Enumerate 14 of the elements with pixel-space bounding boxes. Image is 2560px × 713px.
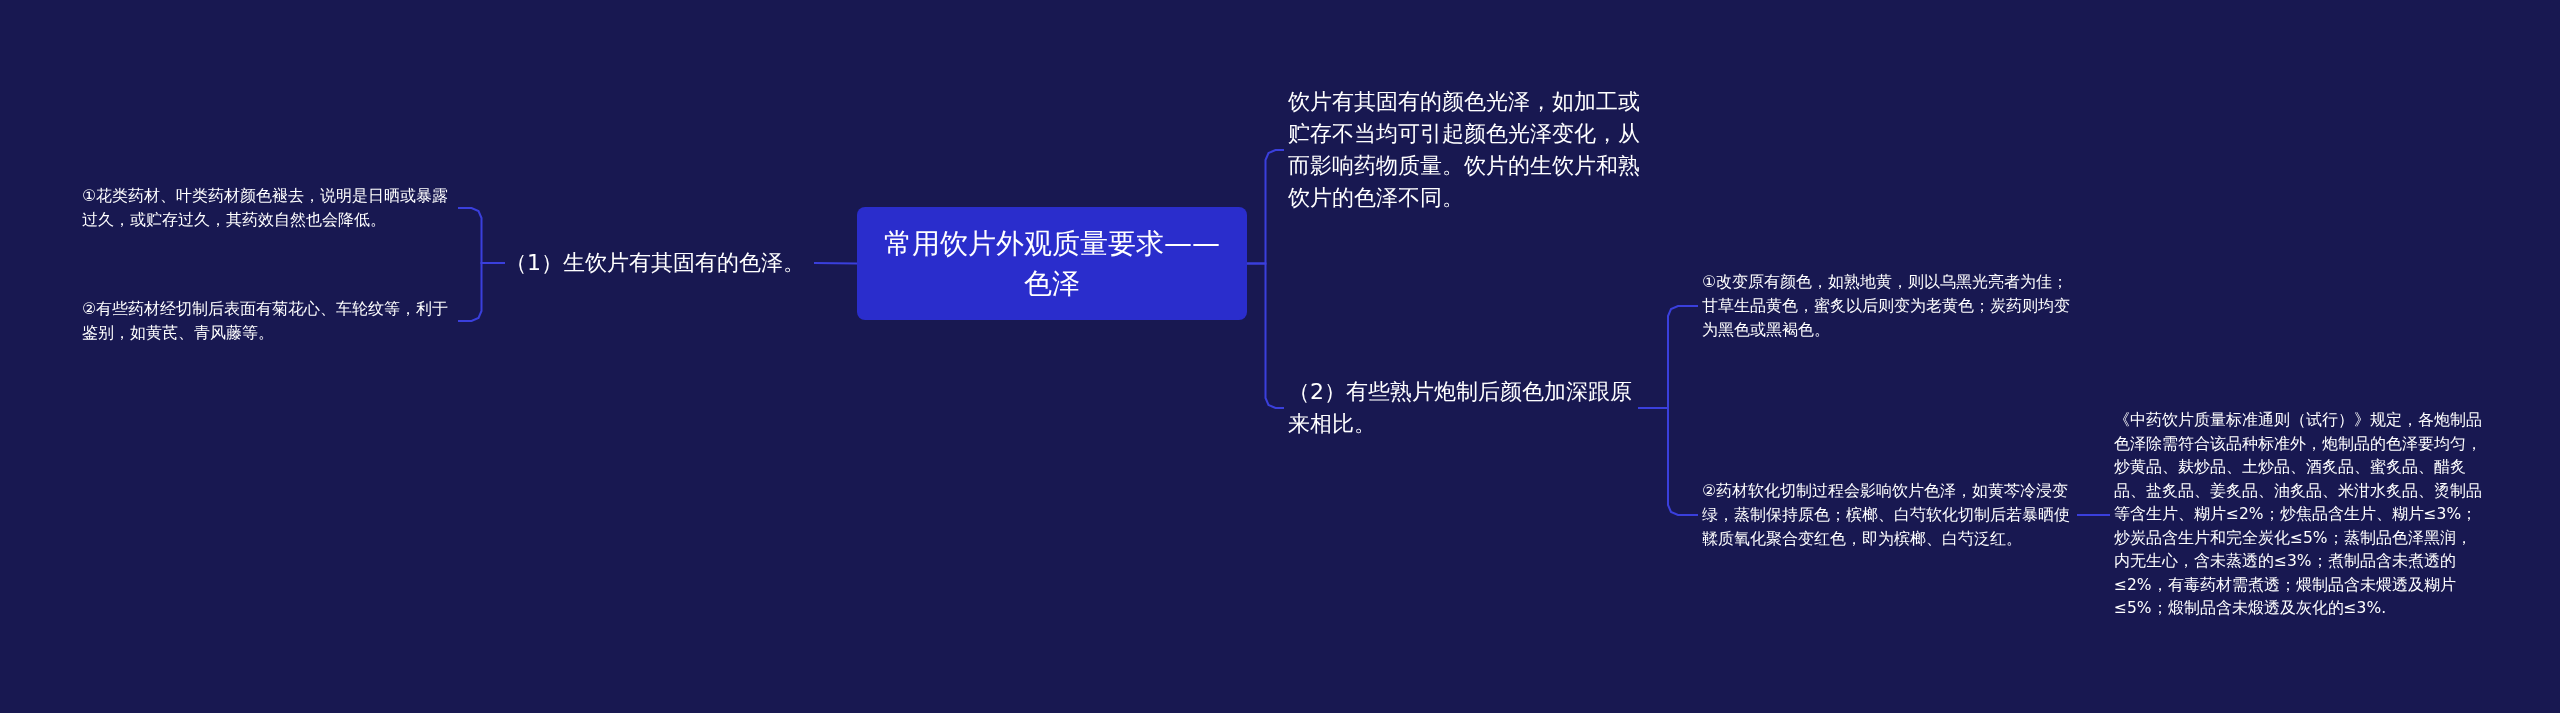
topic-text: 饮片有其固有的颜色光泽，如加工或贮存不当均可引起颜色光泽变化，从而影响药物质量。饮片的生饮片和熟饮片的色泽不同。 [1288, 86, 1648, 214]
topic-text: ②药材软化切制过程会影响饮片色泽，如黄芩冷浸变绿，蒸制保持原色；槟榔、白芍软化切制后若暴晒使鞣质氧化聚合变红色，即为槟榔、白芍泛红。 [1702, 465, 2077, 565]
connector-line [2076, 514, 2111, 516]
topic-text: 《中药饮片质量标准通则（试行）》规定，各炮制品色泽除需符合该品种标准外，炮制品的色泽要均匀，炒黄品、麸炒品、土炒品、酒炙品、蜜炙品、醋炙品、盐炙品、姜炙品、油炙品、米泔水炙品、烫制品等含生片、糊片≤2%；炒焦品含生片、糊片≤3%；炒炭品含生片和完全炭化≤5%；蒸制品色泽黑润，内无生心，含未蒸透的≤3%；煮制品含未煮透的≤2%，有毒药材需煮透；煨制品含未煨透及糊片≤5%；煅制品含未煅透及灰化的≤3%. [2114, 395, 2486, 635]
connector-line [457, 262, 506, 322]
topic-text: ①花类药材、叶类药材颜色褪去，说明是日晒或暴露过久，或贮存过久，其药效自然也会降低。 [82, 170, 454, 246]
topic-text: （1）生饮片有其固有的色泽。 [505, 244, 810, 282]
topic-text: ②有些药材经切制后表面有菊花心、车轮纹等，利于鉴别，如黄芪、青风藤等。 [82, 295, 454, 347]
topic-text: ①改变原有颜色，如熟地黄，则以乌黑光亮者为佳；甘草生品黄色，蜜炙以后则变为老黄色；炭药则均变为黑色或黑褐色。 [1702, 268, 2077, 344]
connector-line [1637, 407, 1699, 516]
connector-line [1246, 262, 1285, 409]
topic-text: （2）有些熟片炮制后颜色加深跟原来相比。 [1288, 376, 1638, 440]
connector-line [813, 262, 858, 265]
root-topic-box: 常用饮片外观质量要求——色泽 [857, 207, 1247, 320]
